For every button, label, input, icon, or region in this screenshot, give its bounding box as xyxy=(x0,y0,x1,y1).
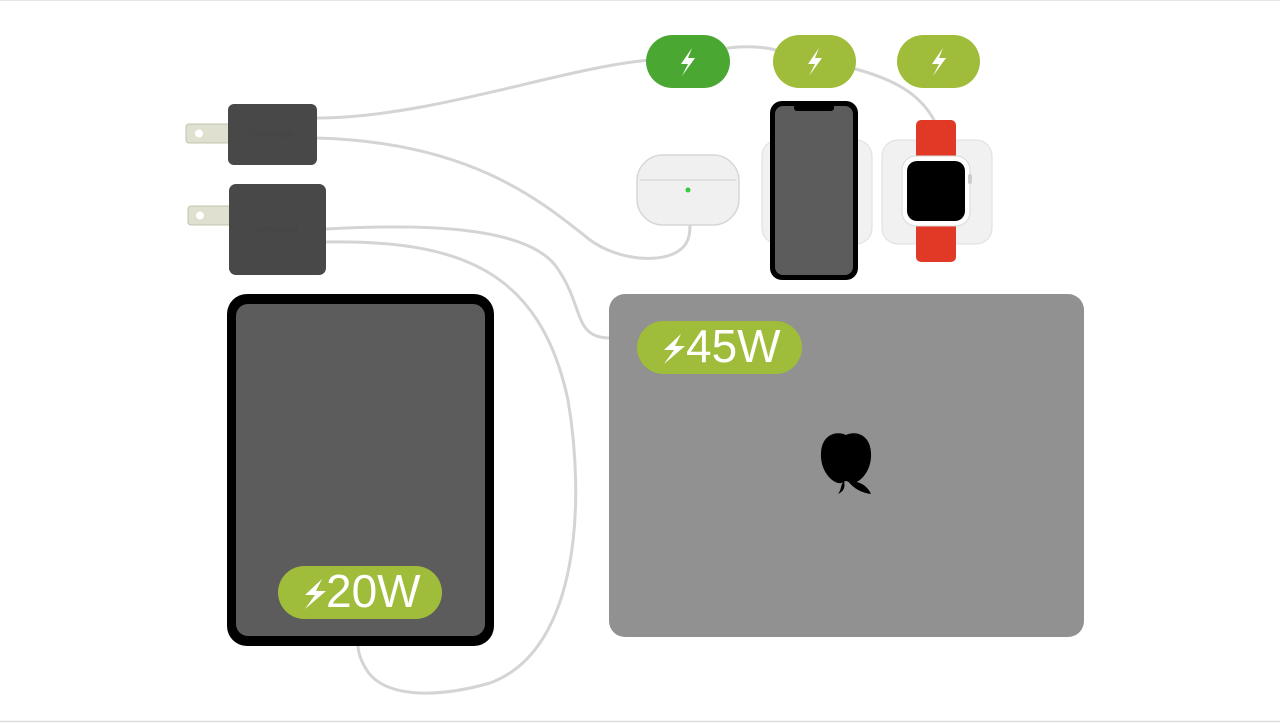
small-badge-1 xyxy=(646,35,730,88)
charger-1: CHARGER xyxy=(185,104,317,165)
cable-badge2-watch xyxy=(850,66,937,124)
charger-2-prong xyxy=(187,205,233,226)
cable-charger2-laptop xyxy=(324,225,612,340)
small-badge-3-lightning-icon xyxy=(932,48,946,76)
wattage-badge-laptop-pill xyxy=(637,321,802,374)
wattage-badge-tablet-lightning-icon xyxy=(305,579,326,609)
wattage-badge-tablet: 20W xyxy=(278,565,442,619)
phone xyxy=(770,101,858,280)
wattage-badge-laptop-lightning-icon xyxy=(664,334,685,364)
charger-2-label: CHARGER xyxy=(256,225,299,234)
phone-notch xyxy=(794,104,834,111)
small-badge-1-lightning-icon xyxy=(681,48,695,76)
small-badge-3 xyxy=(897,35,980,88)
fruit-logo-icon xyxy=(820,433,872,494)
cable-badge1-badge2 xyxy=(726,45,778,52)
wattage-badge-laptop-text: 45W xyxy=(686,320,781,372)
charger-2: CHARGER xyxy=(187,184,326,275)
watch-crown xyxy=(968,174,972,184)
cable-charger2-tablet xyxy=(324,240,578,695)
cable-charger1-badge1 xyxy=(314,58,652,120)
wattage-badge-laptop: 45W xyxy=(637,320,802,374)
charger-2-prong-hole xyxy=(196,211,204,220)
wattage-badge-tablet-pill xyxy=(278,566,442,619)
small-badge-2 xyxy=(773,35,856,88)
small-badge-2-lightning-icon xyxy=(808,48,822,76)
charger-1-prong xyxy=(185,123,231,144)
watch xyxy=(901,120,972,262)
charger-1-body xyxy=(228,104,317,165)
cable-charger1-airpods xyxy=(314,136,692,260)
charger-2-body xyxy=(229,184,326,275)
charger-1-label: CHARGER xyxy=(251,130,294,139)
tablet-screen xyxy=(236,304,485,636)
phone-screen xyxy=(775,106,853,275)
watch-screen xyxy=(907,161,965,221)
charger-1-prong-hole xyxy=(195,129,203,138)
tablet xyxy=(227,294,494,646)
earbuds-case xyxy=(636,154,740,226)
earbuds-status-light xyxy=(685,187,691,193)
wattage-badge-tablet-text: 20W xyxy=(326,565,421,617)
cables xyxy=(314,45,937,695)
